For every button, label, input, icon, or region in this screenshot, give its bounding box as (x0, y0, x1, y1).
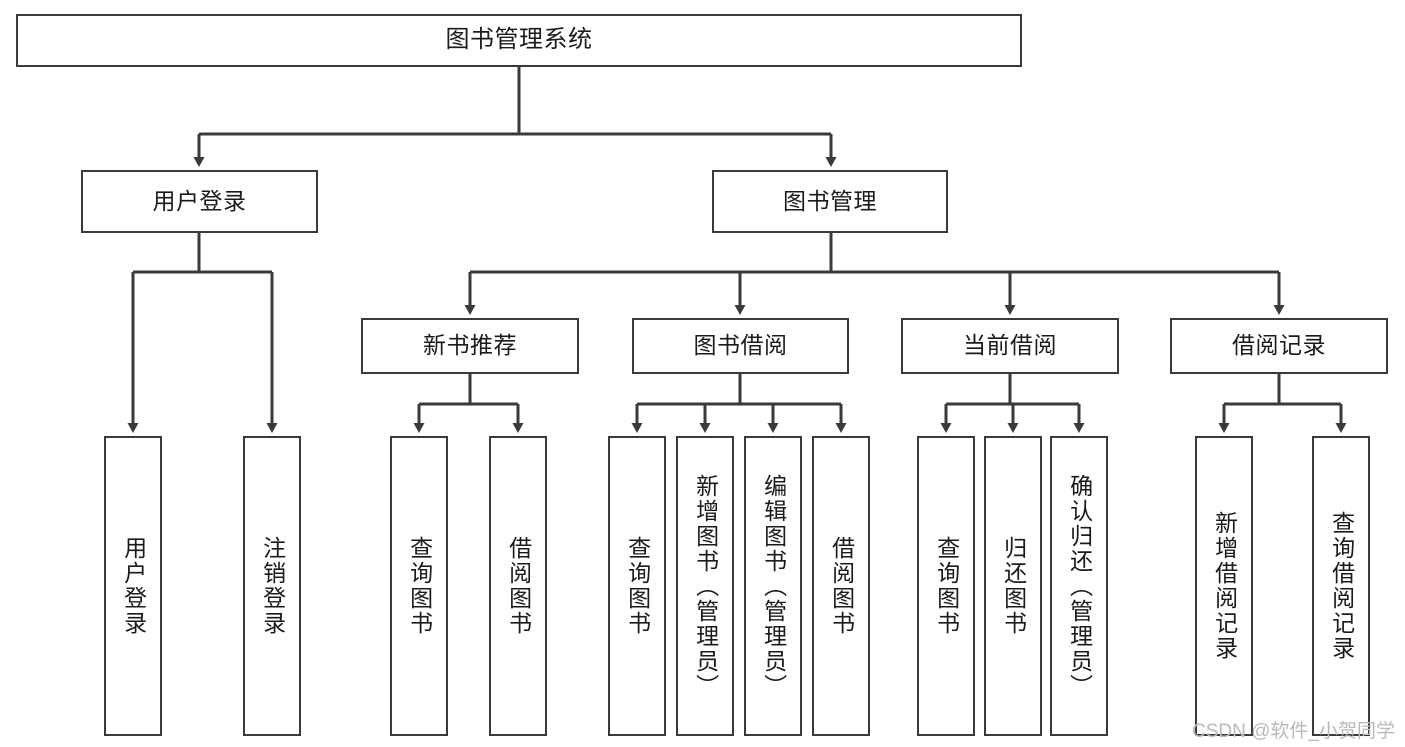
node-leaf-query-record[interactable]: 查询借阅记录 (1312, 436, 1370, 736)
node-user-login-label: 用户登录 (152, 187, 247, 214)
node-current-borrow-label: 当前借阅 (963, 332, 1057, 359)
node-leaf-add-book-label: 新增图书（管理员） (692, 473, 719, 699)
node-root-label: 图书管理系统 (445, 26, 593, 54)
node-leaf-confirm-return[interactable]: 确认归还（管理员） (1050, 436, 1108, 736)
node-leaf-return-book-label: 归还图书 (1000, 536, 1027, 636)
node-leaf-add-record-label: 新增借阅记录 (1211, 511, 1238, 661)
node-leaf-query-book-2-label: 查询图书 (624, 536, 651, 636)
node-borrow-record[interactable]: 借阅记录 (1170, 318, 1388, 374)
node-leaf-add-record[interactable]: 新增借阅记录 (1195, 436, 1253, 736)
node-leaf-query-book-3-label: 查询图书 (933, 536, 960, 636)
node-leaf-query-book-1-label: 查询图书 (406, 536, 433, 636)
node-book-borrow[interactable]: 图书借阅 (632, 318, 849, 374)
node-new-book-recommend[interactable]: 新书推荐 (361, 318, 579, 374)
node-leaf-user-login-label: 用户登录 (120, 536, 147, 636)
node-leaf-query-book-1[interactable]: 查询图书 (390, 436, 448, 736)
node-leaf-borrow-book-2-label: 借阅图书 (828, 536, 855, 636)
node-leaf-user-logout-label: 注销登录 (259, 536, 286, 636)
node-book-borrow-label: 图书借阅 (693, 332, 788, 359)
node-book-manage-label: 图书管理 (783, 187, 877, 214)
node-leaf-query-record-label: 查询借阅记录 (1328, 511, 1355, 661)
node-leaf-query-book-3[interactable]: 查询图书 (917, 436, 975, 736)
node-leaf-edit-book[interactable]: 编辑图书（管理员） (744, 436, 802, 736)
node-new-book-recommend-label: 新书推荐 (423, 332, 517, 359)
node-user-login[interactable]: 用户登录 (81, 170, 318, 233)
node-current-borrow[interactable]: 当前借阅 (901, 318, 1119, 374)
node-leaf-query-book-2[interactable]: 查询图书 (608, 436, 666, 736)
node-leaf-user-login[interactable]: 用户登录 (104, 436, 162, 736)
node-leaf-add-book[interactable]: 新增图书（管理员） (676, 436, 734, 736)
node-leaf-borrow-book-2[interactable]: 借阅图书 (812, 436, 870, 736)
node-book-manage[interactable]: 图书管理 (712, 170, 948, 233)
node-borrow-record-label: 借阅记录 (1232, 332, 1326, 359)
node-leaf-user-logout[interactable]: 注销登录 (243, 436, 301, 736)
node-leaf-confirm-return-label: 确认归还（管理员） (1066, 473, 1093, 699)
node-leaf-borrow-book-1-label: 借阅图书 (505, 536, 532, 636)
node-leaf-return-book[interactable]: 归还图书 (984, 436, 1042, 736)
watermark: CSDN @软件_小贺同学 (1192, 721, 1395, 742)
node-leaf-edit-book-label: 编辑图书（管理员） (760, 473, 787, 699)
node-leaf-borrow-book-1[interactable]: 借阅图书 (489, 436, 547, 736)
node-root[interactable]: 图书管理系统 (16, 14, 1022, 67)
